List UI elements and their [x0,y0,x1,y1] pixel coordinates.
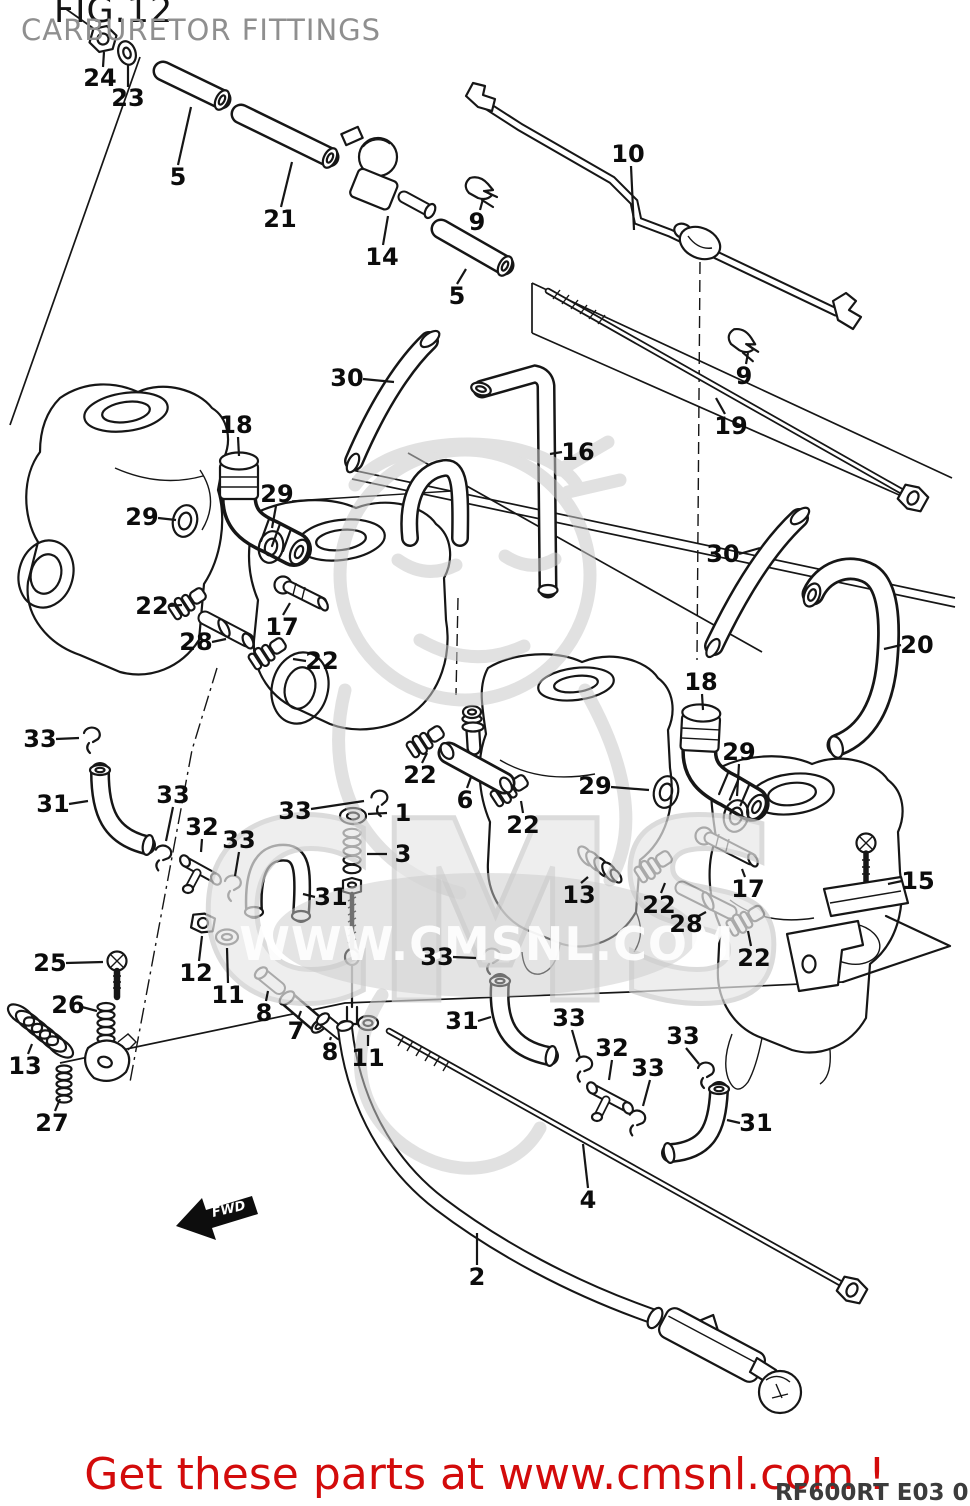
lever-bracket [83,1033,137,1083]
part-label-9: 9 [468,208,486,236]
part-label-6: 6 [456,786,474,814]
part-label-10: 10 [611,140,645,168]
fwd-arrow: FWD [176,1196,258,1240]
part-label-5: 5 [448,282,466,310]
part-label-30: 30 [706,540,740,568]
part-label-21: 21 [263,205,297,233]
part-label-18: 18 [684,668,718,696]
barb-fitting-17b [694,826,759,868]
part-label-16: 16 [561,438,595,466]
part-label-20: 20 [900,631,934,659]
carburetor-body-1 [17,383,230,676]
nut-12 [189,912,217,934]
part-label-33: 33 [156,781,190,809]
part-label-33: 33 [278,797,312,825]
spring-13b [6,1003,75,1059]
part-label-8: 8 [255,999,273,1027]
tube-5a [152,60,232,111]
hose-20 [801,557,900,759]
hose-30b [704,506,811,659]
rod-19 [544,287,930,513]
part-label-19: 19 [714,412,748,440]
part-label-17: 17 [731,875,765,903]
hose-31a [88,762,156,856]
part-label-2: 2 [468,1263,486,1291]
part-label-13: 13 [8,1052,42,1080]
washer-23 [117,40,137,66]
part-label-28: 28 [669,910,703,938]
part-label-9: 9 [735,362,753,390]
part-label-4: 4 [579,1186,597,1214]
part-label-29: 29 [125,503,159,531]
part-label-33: 33 [420,943,454,971]
part-label-18: 18 [219,411,253,439]
part-label-17: 17 [265,613,299,641]
part-label-32: 32 [595,1034,629,1062]
part-label-13: 13 [562,881,596,909]
part-label-15: 15 [901,867,935,895]
screw-25 [106,950,128,1001]
part-label-14: 14 [365,243,399,271]
part-label-25: 25 [33,949,67,977]
part-label-31: 31 [739,1109,773,1137]
part-label-12: 12 [179,959,213,987]
part-label-22: 22 [737,944,771,972]
part-label-30: 30 [330,364,364,392]
figure-number: FIG.12 [54,0,174,31]
t-valve-32a [178,854,223,895]
part-label-22: 22 [403,761,437,789]
bracket-15 [785,832,910,993]
part-label-33: 33 [552,1004,586,1032]
tube-5b [430,218,515,277]
part-label-33: 33 [631,1054,665,1082]
part-label-8: 8 [321,1038,339,1066]
part-label-31: 31 [445,1007,479,1035]
washer-11a [214,928,240,946]
barb-fitting-17a [273,575,329,612]
part-label-7: 7 [287,1017,305,1045]
part-label-33: 33 [666,1022,700,1050]
page-title: CARBURETOR FITTINGS [21,13,382,47]
part-label-31: 31 [314,883,348,911]
part-label-24: 24 [83,64,117,92]
t-valve-32b [585,1081,635,1123]
part-label-22: 22 [305,647,339,675]
model-code: RF600RT E03 012 [775,1480,970,1506]
hose-31d [661,1081,731,1164]
part-label-11: 11 [211,981,245,1009]
part-label-33: 33 [23,725,57,753]
part-label-29: 29 [722,738,756,766]
spring-27 [55,1064,73,1104]
part-label-22: 22 [506,811,540,839]
valve-14 [340,125,437,220]
part-label-26: 26 [51,991,85,1019]
part-label-5: 5 [169,163,187,191]
part-label-33: 33 [222,826,256,854]
part-label-23: 23 [111,84,145,112]
part-label-22: 22 [642,891,676,919]
part-label-11: 11 [351,1044,385,1072]
tube-21 [230,103,340,169]
part-label-29: 29 [578,772,612,800]
nut-24 [88,24,118,54]
part-label-29: 29 [260,480,294,508]
part-label-1: 1 [394,799,412,827]
part-label-3: 3 [394,840,412,868]
part-label-31: 31 [36,790,70,818]
part-label-32: 32 [185,813,219,841]
promo-banner[interactable]: Get these parts at www.cmsnl.com ! [84,1449,886,1500]
part-label-28: 28 [179,628,213,656]
union-28a [197,610,255,650]
part-label-27: 27 [35,1109,69,1137]
part-label-22: 22 [135,592,169,620]
